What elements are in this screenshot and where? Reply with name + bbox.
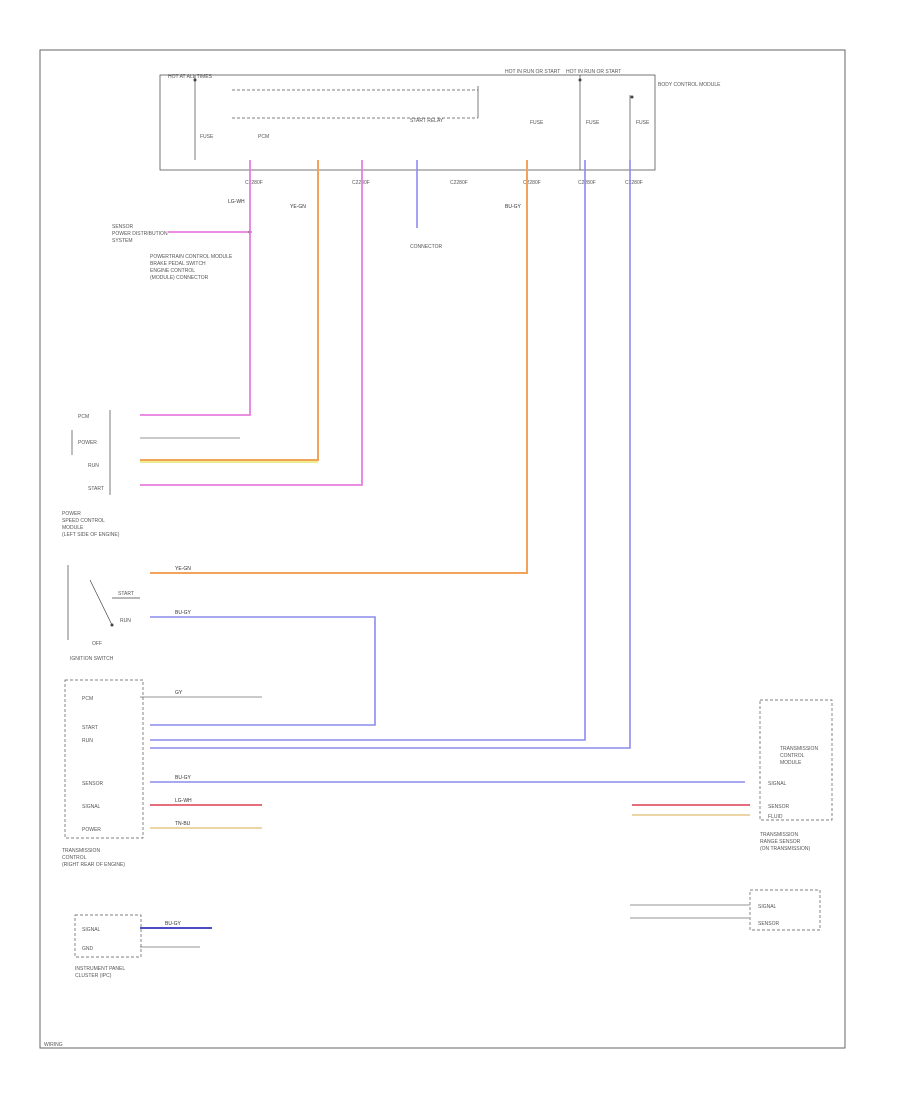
- wire-tag-blue: BU-GY: [505, 204, 522, 210]
- relay-left-label: PCM: [258, 134, 269, 140]
- trs-label-2: RANGE SENSOR: [760, 839, 801, 845]
- pin-label-5: C2280F: [578, 180, 596, 186]
- module-connector-pins: C2280F C2280F C2280F C2280F C2280F C2280…: [245, 180, 643, 186]
- splice-left-line-3: SYSTEM: [112, 238, 133, 244]
- wire-tag-pink: LG-WH: [228, 199, 245, 205]
- right-tcm-pin-1: SIGNAL: [768, 781, 787, 787]
- fuse-left-label: FUSE: [200, 134, 214, 140]
- wire-pink-lower: [140, 160, 363, 486]
- wire-blue-ignition: [150, 616, 376, 726]
- wire-tag-blue-2: BU-GY: [175, 610, 192, 616]
- fuse-mid-label: FUSE: [530, 120, 544, 126]
- pcm-pin-1: PCM: [78, 414, 89, 420]
- ipc-pin-1: SIGNAL: [82, 927, 101, 933]
- pcm-pin-4: START: [88, 486, 104, 492]
- ignition-switch: START RUN OFF IGNITION SWITCH: [67, 565, 140, 662]
- ipc-label-1: INSTRUMENT PANEL: [75, 966, 125, 972]
- ignition-start-label: START: [118, 591, 134, 597]
- wire-tag-orange: YE-GN: [290, 204, 306, 210]
- mid-note-2: BRAKE PEDAL SWITCH: [150, 261, 206, 267]
- wire-tag-gray: GY: [175, 690, 183, 696]
- instrument-panel-cluster: SIGNAL GND INSTRUMENT PANEL CLUSTER (IPC…: [74, 914, 142, 979]
- lower-left-connector: PCM START RUN SENSOR SIGNAL POWER TRANSM…: [62, 679, 144, 868]
- pcm-pin-2: POWER: [78, 440, 97, 446]
- lower-pin-4: SENSOR: [82, 781, 104, 787]
- pin-label-1: C2280F: [245, 180, 263, 186]
- wire-blue-2: [150, 160, 631, 749]
- pcm-label-4: (LEFT SIDE OF ENGINE): [62, 532, 120, 538]
- fuse-right-label-2: FUSE: [636, 120, 650, 126]
- relay-right-label: START RELAY: [410, 118, 444, 124]
- right-tcm: TRANSMISSION CONTROL MODULE SIGNAL SENSO…: [759, 699, 833, 852]
- module-top-right-label-2: HOT IN RUN OR START: [566, 69, 621, 75]
- pcm-label-3: MODULE: [62, 525, 84, 531]
- wire-orange-long: [150, 160, 528, 574]
- wire-tag-red: LG-WH: [175, 798, 192, 804]
- mid-annotation: POWERTRAIN CONTROL MODULE BRAKE PEDAL SW…: [150, 244, 443, 281]
- lower-left-label-2: CONTROL: [62, 855, 87, 861]
- fuse-right-label-1: FUSE: [586, 120, 600, 126]
- pcm-label-1: POWER: [62, 511, 81, 517]
- wire-tag-tan: TN-BU: [175, 821, 191, 827]
- body-control-module: HOT AT ALL TIMES HOT IN RUN OR START HOT…: [159, 69, 721, 171]
- right-tcm-label-2: CONTROL: [780, 753, 805, 759]
- trs-label-3: (ON TRANSMISSION): [760, 846, 811, 852]
- right-tcm-label-3: MODULE: [780, 760, 802, 766]
- splice-left-line-2: POWER DISTRIBUTION: [112, 231, 168, 237]
- ipc-pin-2: GND: [82, 946, 94, 952]
- pin-label-4: C2280F: [523, 180, 541, 186]
- bottom-sensor-pin-2: SENSOR: [758, 921, 780, 927]
- lower-left-label-1: TRANSMISSION: [62, 848, 100, 854]
- pin-label-6: C2280F: [625, 180, 643, 186]
- module-top-right-label-1: HOT IN RUN OR START: [505, 69, 560, 75]
- trs-label-1: TRANSMISSION: [760, 832, 798, 838]
- module-top-left-label: HOT AT ALL TIMES: [168, 74, 213, 80]
- bottom-sensor-pin-1: SIGNAL: [758, 904, 777, 910]
- pcm-label-2: SPEED CONTROL: [62, 518, 105, 524]
- wire-blue-1: [150, 160, 586, 741]
- wire-tags: LG-WH YE-GN BU-GY YE-GN BU-GY BU-GY LG-W…: [165, 199, 522, 927]
- diagram-frame: [39, 49, 846, 1049]
- wire-orange-upper: [140, 160, 319, 461]
- lower-pin-5: SIGNAL: [82, 804, 101, 810]
- wire-tag-orange-2: YE-GN: [175, 566, 191, 572]
- ipc-label-2: CLUSTER (IPC): [75, 973, 112, 979]
- pcm-pin-3: RUN: [88, 463, 99, 469]
- wire-pink: [140, 160, 251, 416]
- lower-pin-3: RUN: [82, 738, 93, 744]
- wire-tag-navy: BU-GY: [165, 921, 182, 927]
- wire-bundle: [140, 160, 750, 948]
- footnote: WIRING: [44, 1042, 63, 1048]
- wire-tag-blue-3: BU-GY: [175, 775, 192, 781]
- mid-note-3: ENGINE CONTROL: [150, 268, 195, 274]
- lower-pin-2: START: [82, 725, 98, 731]
- pin-label-3: C2280F: [450, 180, 468, 186]
- pin-label-2: C2280F: [352, 180, 370, 186]
- left-splice-note: SENSOR POWER DISTRIBUTION SYSTEM: [112, 224, 252, 244]
- lower-pin-1: PCM: [82, 696, 93, 702]
- ignition-switch-label: IGNITION SWITCH: [70, 656, 114, 662]
- right-tcm-label-1: TRANSMISSION: [780, 746, 818, 752]
- pcm-connector: PCM POWER RUN START POWER SPEED CONTROL …: [62, 410, 120, 538]
- right-tcm-pin-2: SENSOR: [768, 804, 790, 810]
- ignition-run-label: RUN: [120, 618, 131, 624]
- splice-left-line-1: SENSOR: [112, 224, 134, 230]
- mid-note-5: CONNECTOR: [410, 244, 443, 250]
- lower-pin-6: POWER: [82, 827, 101, 833]
- ignition-off-label: OFF: [92, 641, 102, 647]
- module-name-label: BODY CONTROL MODULE: [658, 82, 721, 88]
- lower-left-label-3: (RIGHT REAR OF ENGINE): [62, 862, 125, 868]
- mid-note-4: (MODULE) CONNECTOR: [150, 275, 209, 281]
- mid-note-1: POWERTRAIN CONTROL MODULE: [150, 254, 233, 260]
- right-bottom-sensor: SIGNAL SENSOR: [630, 889, 821, 931]
- right-tcm-pin-3: FLUID: [768, 814, 783, 820]
